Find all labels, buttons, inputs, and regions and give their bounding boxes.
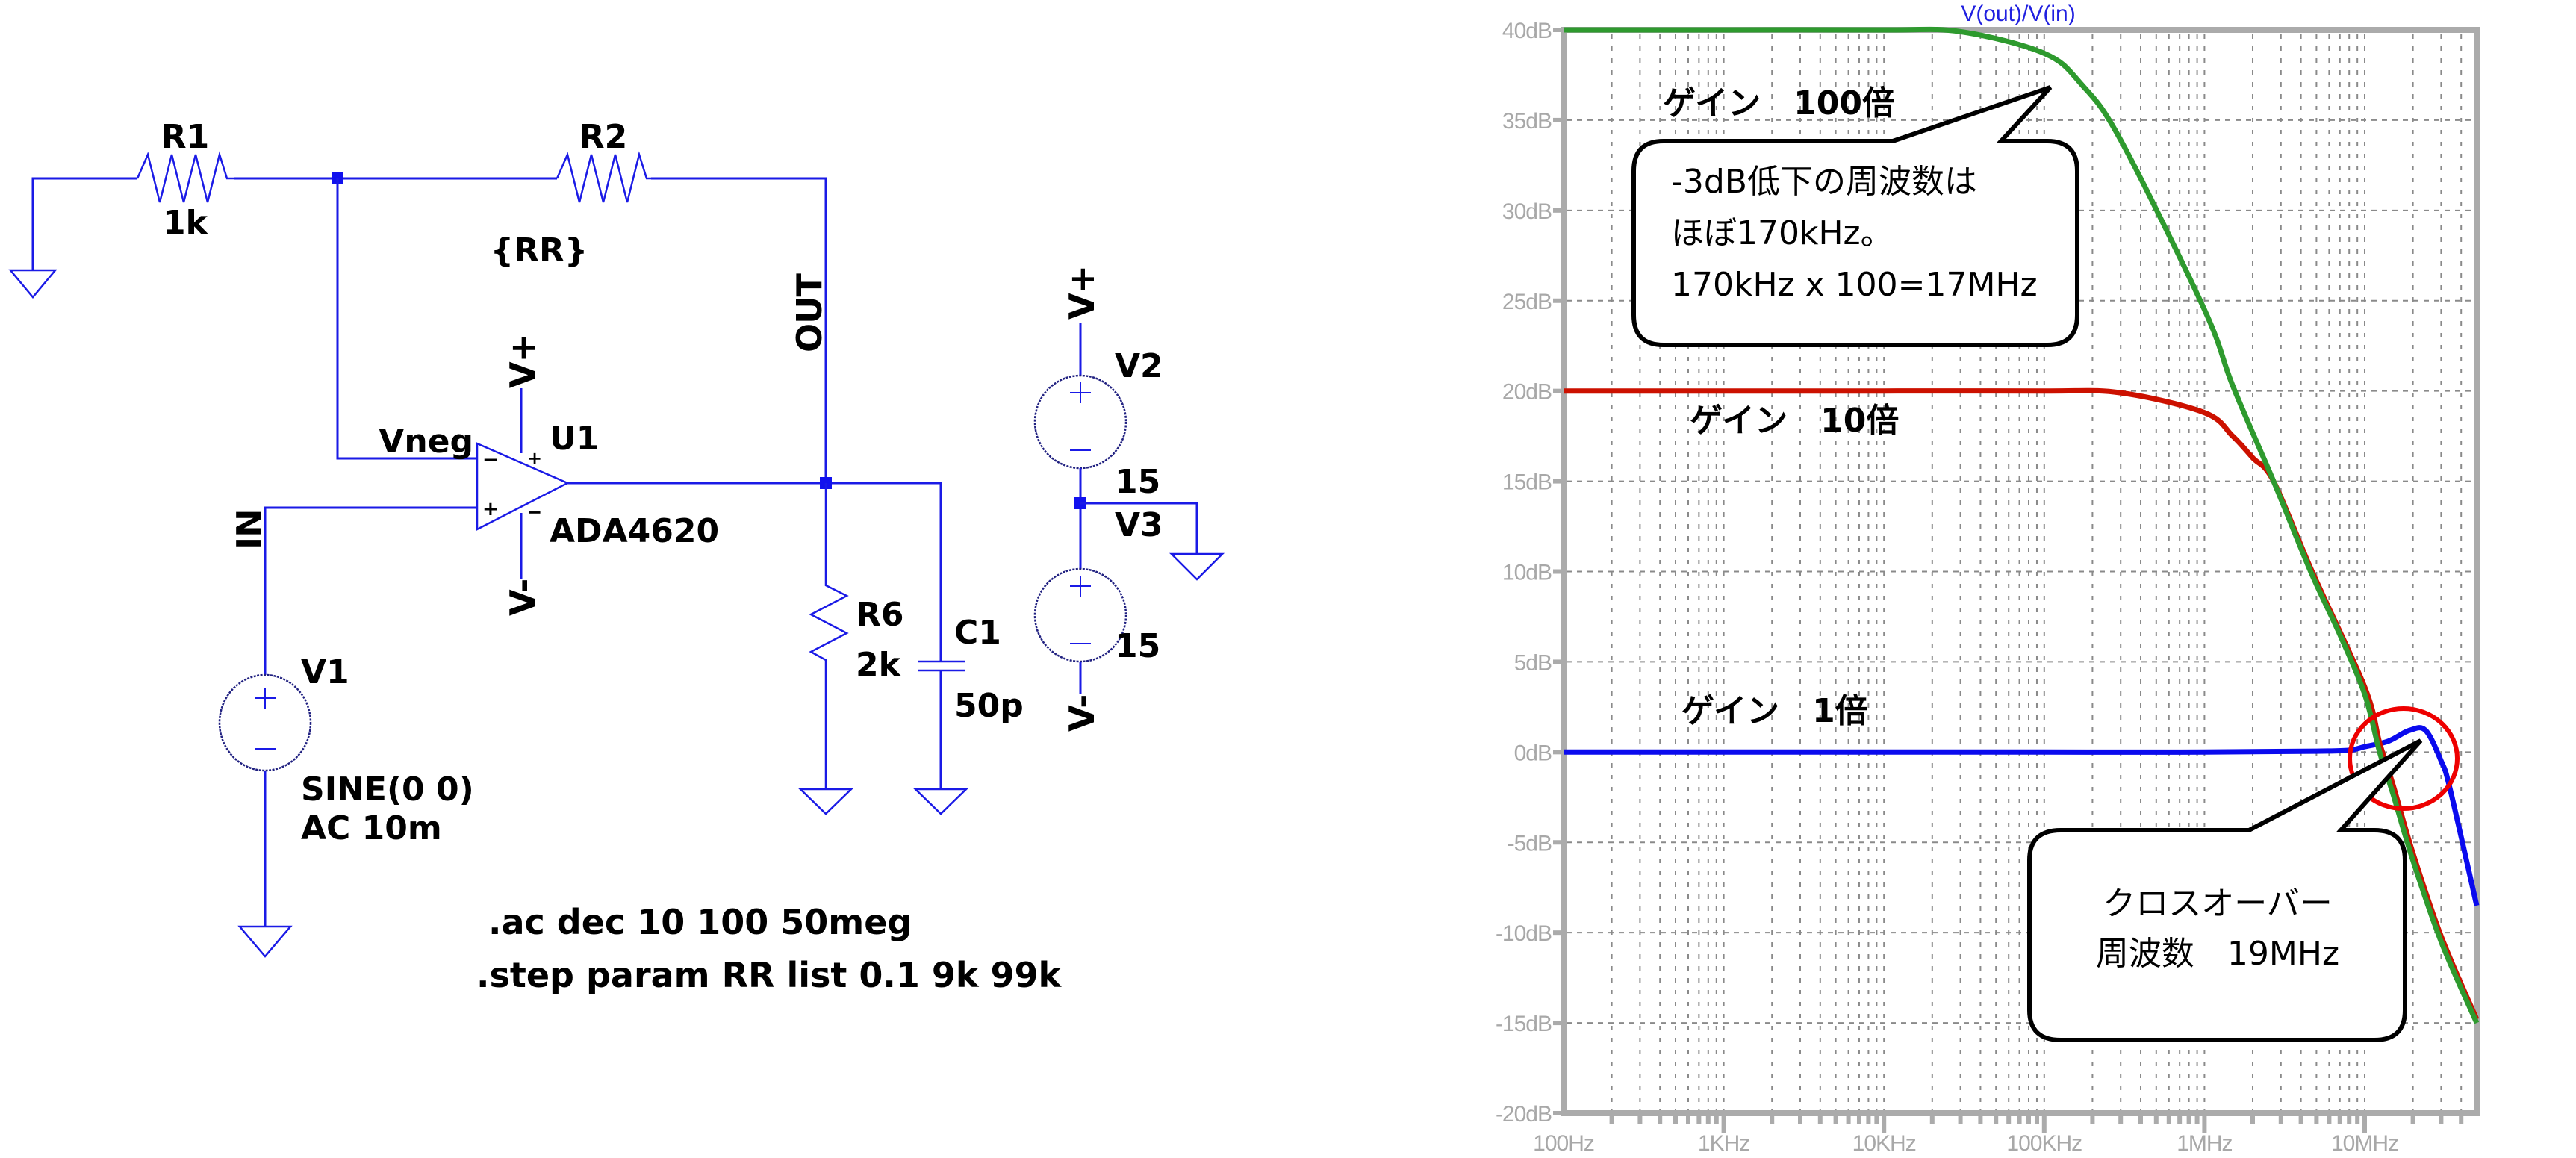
y-tick-label: -15dB: [1496, 1012, 1552, 1036]
v1-name: V1: [301, 653, 349, 691]
c1-name: C1: [954, 614, 1001, 652]
wire-ground-r1[interactable]: [31, 177, 137, 270]
net-label-vneg: Vneg: [379, 423, 473, 461]
v1-value-line2: AC 10m: [301, 809, 442, 847]
opamp-vminus-mark: −: [527, 502, 542, 523]
resistor-r6[interactable]: R6 2k: [809, 483, 904, 789]
net-label-in: IN: [229, 509, 270, 550]
voltage-source-v3[interactable]: V3 15: [1033, 506, 1163, 665]
x-tick-label: 10KHz: [1852, 1131, 1916, 1156]
x-tick-label: 100KHz: [2006, 1131, 2082, 1156]
r6-name: R6: [856, 596, 904, 634]
callout-3db: -3dB低下の周波数は ほぼ170kHz。 170kHz x 100=17MHz: [1631, 85, 2079, 347]
wire-output[interactable]: [567, 482, 942, 662]
resistor-icon: [136, 151, 234, 203]
y-tick-label: 25dB: [1502, 290, 1552, 314]
axes: [1553, 27, 2480, 1133]
resistor-icon: [809, 483, 849, 789]
y-tick-label: 20dB: [1502, 380, 1552, 405]
y-tick-label: -5dB: [1508, 831, 1552, 856]
plot-frame: [1561, 27, 2480, 1116]
y-tick-label: 35dB: [1502, 109, 1552, 134]
v2-name: V2: [1115, 347, 1163, 385]
opamp-vplus-mark: +: [527, 448, 542, 469]
net-label-opamp-vminus: V-: [503, 579, 543, 616]
resistor-r1[interactable]: R1 1k: [136, 118, 234, 242]
callout-crossover: クロスオーバー 周波数 19MHz: [2027, 738, 2423, 1042]
y-tick-label: 5dB: [1514, 650, 1552, 675]
y-tick-label: 0dB: [1514, 741, 1552, 765]
net-label-opamp-vplus: V+: [503, 334, 543, 388]
voltage-source-icon: [218, 673, 312, 772]
wire-r2-out[interactable]: [651, 177, 827, 483]
callout-3db-line-1: -3dB低下の周波数は: [1671, 163, 1977, 201]
directive-ac[interactable]: .ac dec 10 100 50meg: [488, 902, 912, 942]
directive-step[interactable]: .step param RR list 0.1 9k 99k: [476, 955, 1063, 995]
resistor-r2[interactable]: R2 {RR}: [491, 118, 651, 270]
c1-value: 50p: [954, 687, 1024, 725]
chart-title[interactable]: V(out)/V(in): [1961, 1, 2075, 26]
x-tick-label: 1KHz: [1698, 1131, 1749, 1156]
u1-value: ADA4620: [550, 512, 719, 550]
net-label-vminus: V-: [1062, 695, 1102, 732]
r2-value: {RR}: [491, 231, 588, 270]
x-tick-label: 10MHz: [2331, 1131, 2398, 1156]
ground-icon: [797, 788, 854, 815]
wire-supply-ground[interactable]: [1080, 502, 1198, 554]
ground-icon: [237, 925, 293, 958]
r1-value: 1k: [163, 204, 209, 242]
ground-icon: [1169, 552, 1225, 581]
net-label-vplus: V+: [1062, 266, 1102, 320]
y-tick-label: 40dB: [1502, 19, 1552, 43]
r1-name: R1: [161, 118, 210, 156]
x-tick-label: 100Hz: [1533, 1131, 1594, 1156]
y-tick-label: -20dB: [1496, 1102, 1552, 1127]
callout-3db-line-2: ほぼ170kHz。: [1671, 214, 1894, 252]
r2-name: R2: [579, 118, 628, 156]
callout-crossover-line-1: クロスオーバー: [2103, 885, 2333, 923]
ground-icon: [912, 788, 969, 815]
wire-vneg[interactable]: [336, 178, 477, 460]
tick-labels: 40dB 35dB 30dB 25dB 20dB 15dB 10dB 5dB 0dB -5dB -1…: [1496, 19, 2399, 1156]
y-tick-label: 30dB: [1502, 199, 1552, 224]
series-line-2[interactable]: [1564, 725, 2480, 906]
crossover-highlight-circle: [2348, 706, 2460, 811]
resistor-icon: [556, 151, 651, 203]
wire-in[interactable]: [264, 506, 477, 675]
v3-value: 15: [1115, 627, 1160, 665]
v1-value-line1: SINE(0 0): [301, 771, 474, 809]
schematic: R1 1k R2 {RR} OUT Vneg − + + − U1 ADA462…: [8, 118, 1225, 995]
annotation-gain-1: ゲイン 1倍: [1681, 692, 1868, 730]
y-tick-label: 10dB: [1502, 561, 1552, 585]
callout-bubble: [1631, 85, 2079, 347]
v2-value: 15: [1115, 463, 1160, 501]
u1-name: U1: [550, 420, 599, 458]
x-tick-label: 1MHz: [2177, 1131, 2232, 1156]
series-line-0[interactable]: [1563, 26, 2480, 1024]
capacitor-c1[interactable]: C1 50p: [918, 614, 1024, 789]
callout-crossover-line-2: 周波数 19MHz: [2096, 935, 2339, 973]
opamp-icon: [476, 442, 570, 532]
annotation-gain-10: ゲイン 10倍: [1690, 402, 1899, 440]
y-tick-label: 15dB: [1502, 470, 1552, 495]
annotation-gain-100: ゲイン 100倍: [1663, 84, 1895, 122]
ground-icon: [8, 269, 57, 299]
ground-symbol-r1: [8, 177, 137, 299]
voltage-source-v1[interactable]: V1 SINE(0 0) AC 10m: [218, 653, 474, 847]
opamp-inverting-mark: −: [482, 449, 499, 471]
opamp-u1[interactable]: − + + − U1 ADA4620: [476, 420, 719, 550]
bode-plot: 40dB 35dB 30dB 25dB 20dB 15dB 10dB 5dB 0dB -5dB -1…: [1496, 1, 2480, 1156]
voltage-source-v2[interactable]: V2 15: [1033, 347, 1163, 501]
y-tick-label: -10dB: [1496, 921, 1552, 946]
r6-value: 2k: [856, 646, 902, 684]
callout-bubble: [2027, 738, 2423, 1042]
series: [1563, 26, 2480, 1024]
callout-3db-line-3: 170kHz x 100=17MHz: [1671, 266, 2038, 304]
opamp-noninverting-mark: +: [482, 498, 499, 520]
v3-name: V3: [1115, 506, 1163, 544]
net-label-out: OUT: [789, 273, 830, 352]
